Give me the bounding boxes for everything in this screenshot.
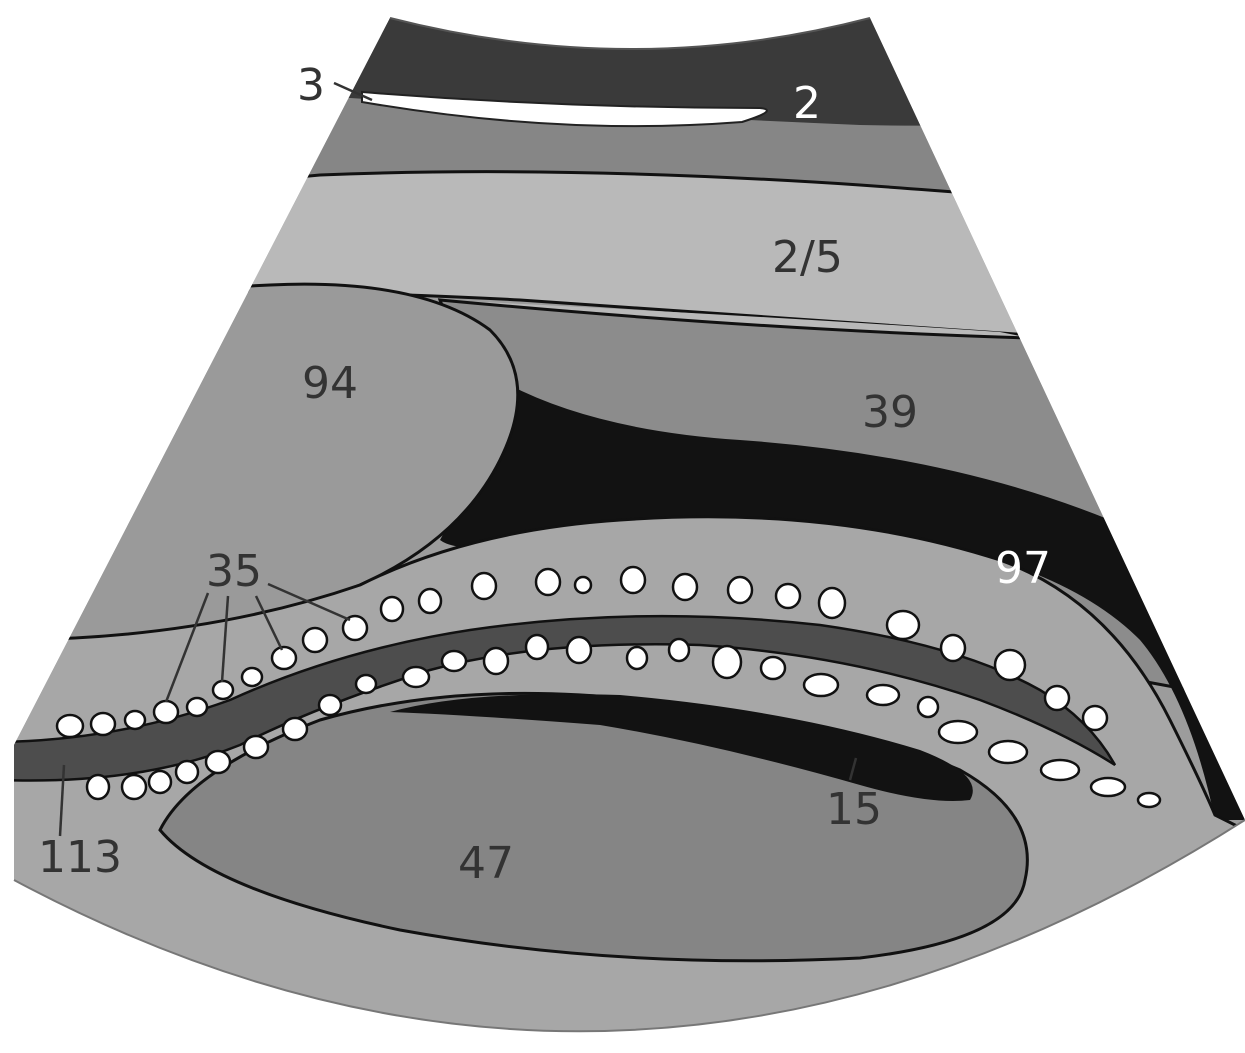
label-39: 39 xyxy=(862,387,918,438)
label-35: 35 xyxy=(206,546,262,597)
label-3: 3 xyxy=(297,60,325,111)
label-47: 47 xyxy=(458,838,514,889)
label-2: 2 xyxy=(793,78,821,129)
label-15: 15 xyxy=(826,784,882,835)
label-94: 94 xyxy=(302,358,358,409)
label-97: 97 xyxy=(995,543,1051,594)
label-113: 113 xyxy=(38,832,122,883)
label-2-5: 2/5 xyxy=(772,232,843,283)
